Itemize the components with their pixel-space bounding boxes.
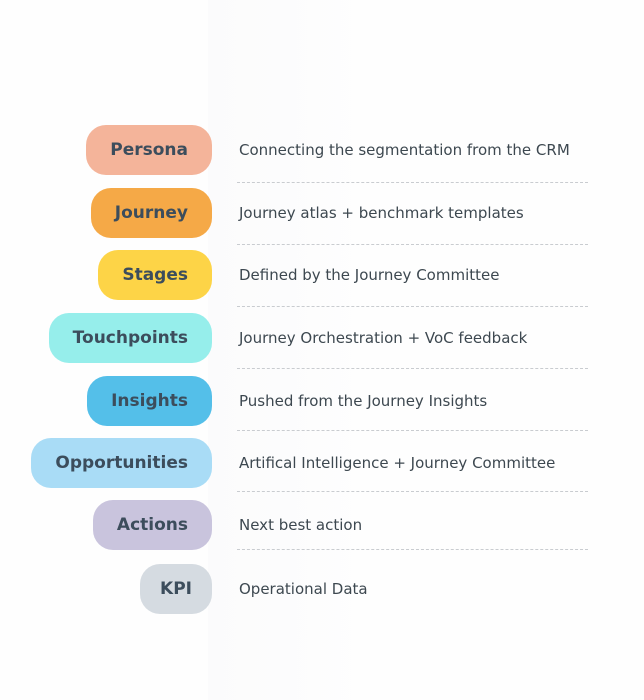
- pill-journey: Journey: [90, 188, 212, 238]
- divider: [237, 549, 588, 550]
- row-journey: Journey Journey atlas + benchmark templa…: [0, 188, 644, 240]
- pill-insights: Insights: [87, 376, 212, 426]
- description-opportunities: Artifical Intelligence + Journey Committ…: [239, 454, 556, 472]
- row-opportunities: Opportunities Artifical Intelligence + J…: [0, 438, 644, 490]
- row-insights: Insights Pushed from the Journey Insight…: [0, 376, 644, 428]
- pill-actions: Actions: [92, 500, 212, 550]
- divider: [237, 368, 588, 369]
- description-touchpoints: Journey Orchestration + VoC feedback: [239, 329, 528, 347]
- row-persona: Persona Connecting the segmentation from…: [0, 125, 644, 177]
- description-actions: Next best action: [239, 516, 363, 534]
- description-insights: Pushed from the Journey Insights: [239, 392, 488, 410]
- description-journey: Journey atlas + benchmark templates: [239, 204, 524, 222]
- pill-stages: Stages: [98, 250, 212, 300]
- description-persona: Connecting the segmentation from the CRM: [239, 141, 570, 159]
- description-kpi: Operational Data: [239, 580, 368, 598]
- row-actions: Actions Next best action: [0, 500, 644, 552]
- pill-opportunities: Opportunities: [31, 438, 212, 488]
- row-stages: Stages Defined by the Journey Committee: [0, 250, 644, 302]
- row-touchpoints: Touchpoints Journey Orchestration + VoC …: [0, 313, 644, 365]
- description-panel: [208, 0, 644, 700]
- divider: [237, 430, 588, 431]
- divider: [237, 244, 588, 245]
- divider: [237, 182, 588, 183]
- description-stages: Defined by the Journey Committee: [239, 266, 500, 284]
- divider: [237, 306, 588, 307]
- pill-kpi: KPI: [140, 564, 212, 614]
- divider: [237, 491, 588, 492]
- pill-persona: Persona: [86, 125, 212, 175]
- pill-touchpoints: Touchpoints: [48, 313, 212, 363]
- row-kpi: KPI Operational Data: [0, 564, 644, 616]
